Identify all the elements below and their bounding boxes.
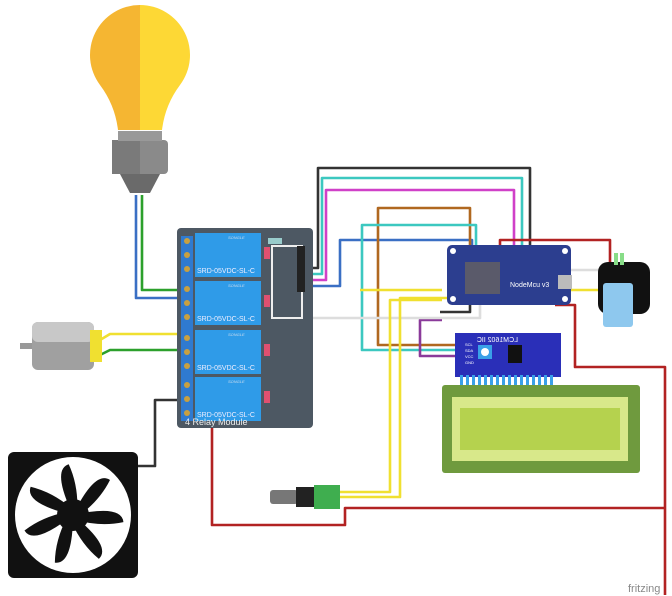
relay-1: SONGLE SRD-05VDC-SL-C (184, 233, 270, 277)
i2c-header-pin (472, 375, 475, 387)
i2c-header-pin (532, 375, 535, 387)
nodemcu-board: NodeMcu v3 (447, 245, 572, 305)
i2c-header-pin (484, 375, 487, 387)
i2c-header-pin (538, 375, 541, 387)
i2c-header-pin (490, 375, 493, 387)
wire-blue-top (300, 238, 474, 288)
relay-part-label: SRD-05VDC-SL-C (197, 268, 255, 275)
dht-sensor (598, 253, 650, 327)
i2c-header-pin (502, 375, 505, 387)
cooling-fan (8, 452, 138, 578)
i2c-label: LCM1602 IIC (477, 337, 518, 344)
wire-blue-bulb (134, 195, 190, 300)
dc-motor (20, 322, 102, 370)
wire-cyan-lcd (360, 223, 478, 352)
i2c-pin-sda: SDA (465, 348, 474, 353)
wire-cyan-top (300, 176, 524, 276)
relay-module: SONGLE SRD-05VDC-SL-C SONGLE SRD-05VDC-SL-C… (177, 228, 313, 428)
wire-magenta-top (300, 188, 516, 282)
wire-black-mcu (440, 305, 472, 314)
bulb-glass-right (140, 5, 190, 130)
relay-2: SONGLE SRD-05VDC-SL-C (184, 281, 270, 325)
relay-part-label: SRD-05VDC-SL-C (197, 412, 255, 419)
i2c-header-pin (526, 375, 529, 387)
relay-brand: SONGLE (228, 332, 245, 337)
i2c-pin-scl: SCL (465, 342, 474, 347)
wire-black-fan (135, 398, 185, 468)
i2c-header-pin (544, 375, 547, 387)
dc-power-jack (270, 485, 340, 509)
fritzing-watermark: fritzing (628, 583, 660, 595)
relay-4: SONGLE SRD-05VDC-SL-C (184, 377, 270, 421)
wire-purple (418, 318, 455, 358)
wire-red-right (555, 303, 667, 595)
i2c-header-pin (496, 375, 499, 387)
i2c-header-pin (478, 375, 481, 387)
wire-yellow-jack (340, 298, 442, 494)
relay-part-label: SRD-05VDC-SL-C (197, 365, 255, 372)
wire-green-motor (99, 348, 190, 357)
nodemcu-label: NodeMcu v3 (510, 282, 549, 289)
relay-brand: SONGLE (228, 235, 245, 240)
i2c-pin-gnd: GND (465, 360, 474, 365)
relay-module-label: 4 Relay Module (185, 417, 248, 427)
relay-3: SONGLE SRD-05VDC-SL-C (184, 330, 270, 374)
i2c-header-pin (508, 375, 511, 387)
i2c-header-pin (460, 375, 463, 387)
wire-brown (376, 206, 472, 347)
lcd-display (442, 385, 640, 473)
i2c-header-pin (466, 375, 469, 387)
bulb-glass-left (90, 5, 140, 130)
i2c-adapter: LCM1602 IIC SCL SDA VCC GND (455, 333, 561, 387)
i2c-header-pin (520, 375, 523, 387)
relay-part-label: SRD-05VDC-SL-C (197, 316, 255, 323)
relay-brand: SONGLE (228, 283, 245, 288)
relay-brand: SONGLE (228, 379, 245, 384)
light-bulb (90, 5, 190, 193)
i2c-header-pin (514, 375, 517, 387)
i2c-header-pin (550, 375, 553, 387)
i2c-pin-vcc: VCC (465, 354, 474, 359)
